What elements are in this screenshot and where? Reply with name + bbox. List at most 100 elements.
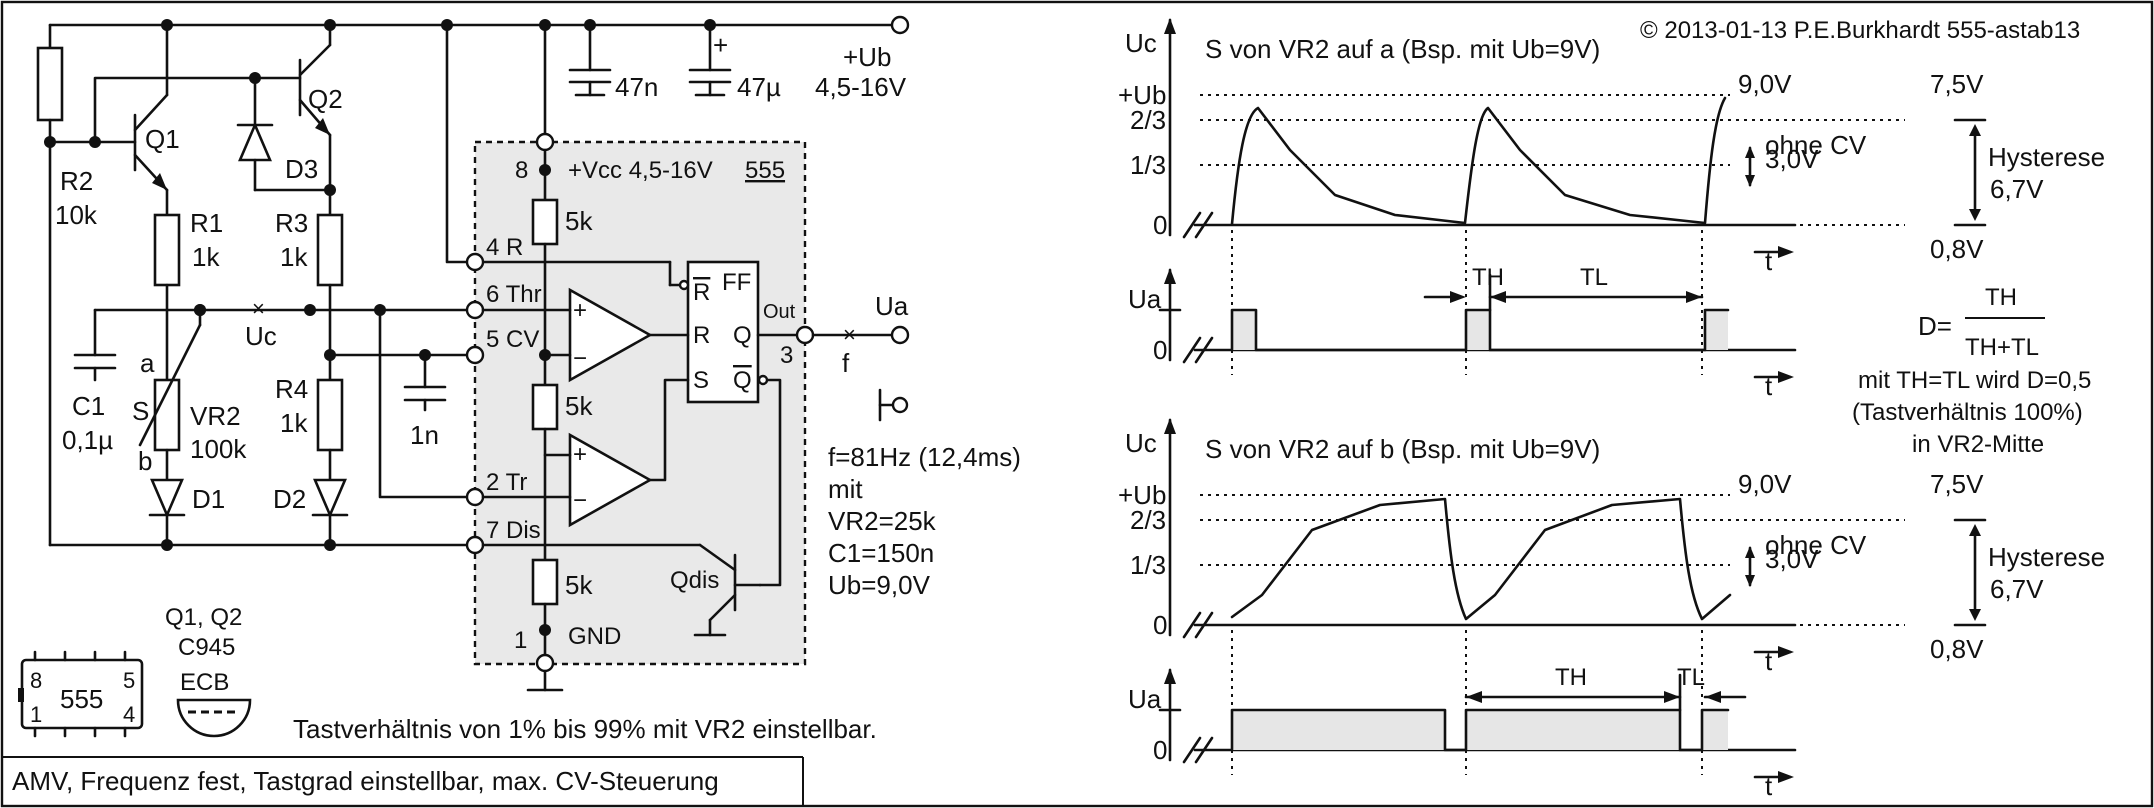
label-one-third: 1/3 bbox=[1130, 550, 1166, 580]
svg-text:R3: R3 bbox=[275, 208, 308, 238]
label-3-0v: 3,0V bbox=[1765, 544, 1819, 574]
svg-text:+: + bbox=[573, 297, 587, 324]
comparator-upper bbox=[568, 287, 653, 383]
svg-text:TH: TH bbox=[1985, 284, 2017, 311]
svg-text:D=: D= bbox=[1918, 311, 1952, 341]
svg-text:Q: Q bbox=[733, 367, 752, 394]
svg-text:×: × bbox=[252, 296, 265, 321]
svg-text:1: 1 bbox=[30, 702, 42, 727]
svg-text:TH+TL: TH+TL bbox=[1965, 334, 2039, 361]
svg-text:×: × bbox=[843, 322, 856, 347]
plot-title: S von VR2 auf b (Bsp. mit Ub=9V) bbox=[1205, 434, 1600, 464]
svg-text:1k: 1k bbox=[280, 408, 308, 438]
svg-text:1n: 1n bbox=[410, 420, 439, 450]
r3-resistor bbox=[316, 213, 344, 287]
svg-text:R2: R2 bbox=[60, 166, 93, 196]
svg-text:GND: GND bbox=[568, 623, 621, 650]
svg-text:R1: R1 bbox=[190, 208, 223, 238]
svg-text:VR2: VR2 bbox=[190, 401, 241, 431]
ua-high-fill-2 bbox=[1702, 710, 1728, 750]
svg-text:0,1µ: 0,1µ bbox=[62, 425, 113, 455]
r4-resistor bbox=[316, 378, 344, 452]
svg-text:in VR2-Mitte: in VR2-Mitte bbox=[1912, 431, 2044, 458]
svg-text:1k: 1k bbox=[280, 242, 308, 272]
svg-text:5k: 5k bbox=[565, 391, 593, 421]
svg-text:S: S bbox=[132, 396, 149, 426]
label-ohne-cv: ohne CV bbox=[1765, 530, 1867, 560]
label-one-third: 1/3 bbox=[1130, 150, 1166, 180]
svg-text:FF: FF bbox=[722, 269, 751, 296]
svg-text:100k: 100k bbox=[190, 434, 247, 464]
svg-text:Ua: Ua bbox=[875, 291, 909, 321]
svg-text:VR2=25k: VR2=25k bbox=[828, 506, 937, 536]
svg-text:Ub=9,0V: Ub=9,0V bbox=[828, 570, 931, 600]
divider-r1 bbox=[531, 198, 559, 246]
svg-text:2 Tr: 2 Tr bbox=[486, 469, 527, 496]
svg-text:Uc: Uc bbox=[245, 321, 277, 351]
label-zero: 0 bbox=[1153, 210, 1167, 240]
svg-text:1k: 1k bbox=[192, 242, 220, 272]
label-t: t bbox=[1765, 646, 1773, 676]
svg-text:C945: C945 bbox=[178, 634, 235, 661]
label-3-0v: 3,0V bbox=[1765, 144, 1819, 174]
svg-text:Q: Q bbox=[733, 322, 752, 349]
label-hysterese-value: 6,7V bbox=[1990, 574, 2044, 604]
label-two-thirds: 2/3 bbox=[1130, 105, 1166, 135]
ua-label: Ua bbox=[1128, 284, 1162, 314]
th-label: TH bbox=[1555, 664, 1587, 691]
svg-text:mit TH=TL wird D=0,5: mit TH=TL wird D=0,5 bbox=[1858, 367, 2091, 394]
r2-resistor bbox=[36, 46, 64, 122]
svg-text:f=81Hz (12,4ms): f=81Hz (12,4ms) bbox=[828, 442, 1021, 472]
svg-text:+Vcc 4,5-16V: +Vcc 4,5-16V bbox=[568, 157, 713, 184]
flip-flop bbox=[686, 260, 760, 404]
divider-r3 bbox=[531, 558, 559, 606]
ua-high-fill-0 bbox=[1232, 310, 1256, 350]
ua-high-fill-2 bbox=[1705, 310, 1728, 350]
svg-text:Q1, Q2: Q1, Q2 bbox=[165, 604, 242, 631]
svg-text:C1: C1 bbox=[72, 391, 105, 421]
svg-text:b: b bbox=[138, 446, 152, 476]
footer-note: Tastverhältnis von 1% bis 99% mit VR2 ei… bbox=[293, 714, 877, 744]
label-hysterese: Hysterese bbox=[1988, 142, 2105, 172]
y-axis-label: Uc bbox=[1125, 28, 1157, 58]
svg-text:8: 8 bbox=[515, 157, 528, 184]
svg-text:6 Thr: 6 Thr bbox=[486, 281, 542, 308]
label-7-5v: 7,5V bbox=[1930, 469, 1984, 499]
svg-text:4,5-16V: 4,5-16V bbox=[815, 72, 907, 102]
divider-r2 bbox=[531, 383, 559, 431]
ua-high-fill-1 bbox=[1466, 710, 1680, 750]
svg-text:a: a bbox=[140, 348, 155, 378]
label-0-8v: 0,8V bbox=[1930, 634, 1984, 664]
label-9v: 9,0V bbox=[1738, 69, 1792, 99]
svg-text:47n: 47n bbox=[615, 72, 658, 102]
svg-text:Q2: Q2 bbox=[308, 84, 343, 114]
svg-text:4 R: 4 R bbox=[486, 234, 523, 261]
svg-text:5: 5 bbox=[123, 668, 135, 693]
svg-text:f: f bbox=[842, 348, 850, 378]
ua-t-label: t bbox=[1765, 371, 1773, 401]
y-axis-arrow bbox=[1164, 18, 1176, 34]
label-ohne-cv: ohne CV bbox=[1765, 130, 1867, 160]
footer-title: AMV, Frequenz fest, Tastgrad einstellbar… bbox=[12, 766, 719, 796]
comparator-lower bbox=[568, 432, 653, 528]
ua-high-fill-0 bbox=[1232, 710, 1445, 750]
label-9v: 9,0V bbox=[1738, 469, 1792, 499]
svg-text:R: R bbox=[693, 279, 710, 306]
svg-text:5k: 5k bbox=[565, 206, 593, 236]
ua-label: Ua bbox=[1128, 684, 1162, 714]
label-zero: 0 bbox=[1153, 610, 1167, 640]
svg-text:10k: 10k bbox=[55, 200, 98, 230]
svg-text:4: 4 bbox=[123, 702, 135, 727]
y-axis-arrow bbox=[1164, 418, 1176, 434]
label-0-8v: 0,8V bbox=[1930, 234, 1984, 264]
svg-text:C1=150n: C1=150n bbox=[828, 538, 934, 568]
label-7-5v: 7,5V bbox=[1930, 69, 1984, 99]
svg-text:555: 555 bbox=[60, 684, 103, 714]
svg-text:Out: Out bbox=[763, 301, 796, 323]
svg-text:Q1: Q1 bbox=[145, 124, 180, 154]
tl-label: TL bbox=[1580, 264, 1608, 291]
svg-text:8: 8 bbox=[30, 668, 42, 693]
ua-t-label: t bbox=[1765, 771, 1773, 801]
svg-text:555: 555 bbox=[745, 157, 785, 184]
